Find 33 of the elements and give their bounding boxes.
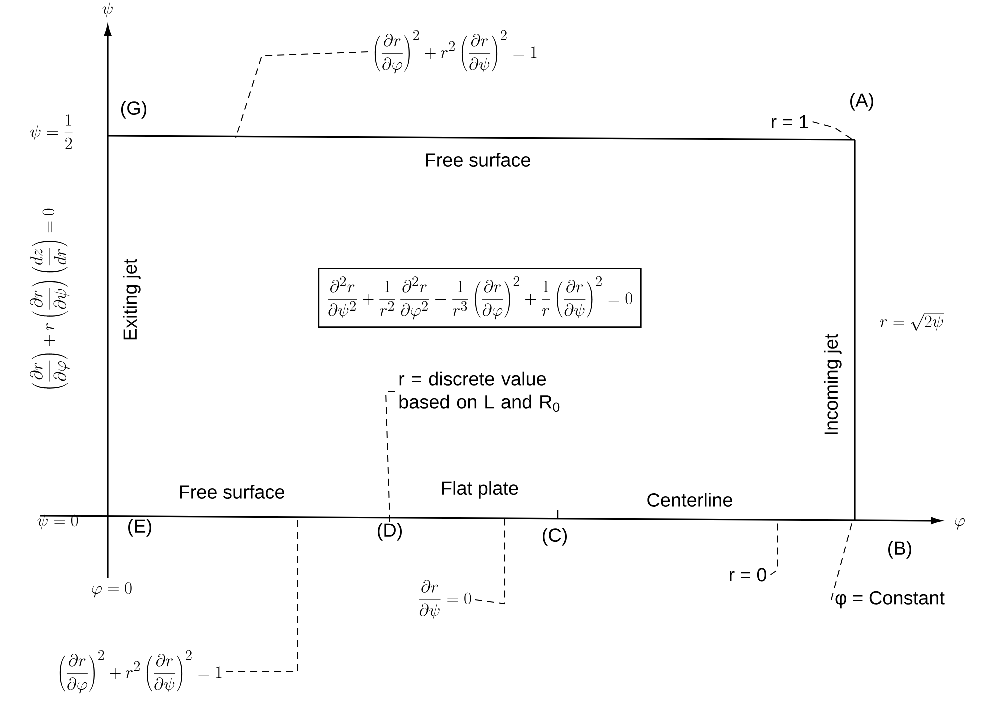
leader-line (236, 52, 369, 138)
leader-line (812, 122, 854, 140)
leader-line (770, 522, 778, 576)
boundary-label: Free surface (180, 485, 284, 499)
boundary-condition: r = 0 (730, 568, 767, 582)
leader-line (385, 392, 396, 522)
boundary-label: Incoming jet (824, 334, 842, 434)
boundary-label: Flat plate (442, 481, 518, 499)
point-label: (E) (128, 519, 152, 537)
point-label: (A) (850, 93, 874, 111)
boundary-value: $\varphi=0$ (92, 582, 132, 598)
boundary-value: $r=\sqrt{2\psi}$ (880, 314, 944, 331)
boundary-condition: $\frac{\partial r}{\partial\psi}=0$ (419, 580, 472, 620)
boundary-label: Centerline (648, 493, 732, 507)
leader-line (226, 518, 298, 672)
point-label: (C) (543, 528, 567, 546)
boundary-value: $\psi=\frac{1}{2}$ (30, 114, 73, 150)
boundary-value: $\psi=0$ (38, 514, 78, 530)
boundary-label: Free surface (426, 153, 530, 167)
axis-label: $\varphi$ (955, 518, 965, 530)
boundary-condition: $\left(\frac{\partial r}{\partial\varphi}\right)^2+r^2\left(\frac{\partial r}{\partial\psi}\right)^2=1$ (60, 650, 222, 694)
boundary-condition: $\left(\frac{\partial r}{\partial\varphi}\right)^2+r^2\left(\frac{\partial r}{\partial\psi}\right)^2=1$ (374, 30, 537, 74)
boundary-condition: $\left(\frac{\partial r}{\partial\varphi}\right)+r\left(\frac{\partial r}{\partial\psi}\right)\left(\frac{dz}{dr}\right)=0$ (30, 208, 70, 389)
point-label: (D) (378, 523, 402, 541)
leader-line (474, 518, 506, 605)
boundary-label: Exiting jet (123, 258, 141, 340)
equation-box: $\frac{\partial^2 r}{\partial\psi^2}+\frac{1}{r^2}\,\frac{\partial^2 r}{\partial\varphi^2}-\frac{1}{r^3}\left(\frac{\partial r}{\partial\varphi}\right)^2+\frac{1}{r}\left(\frac{\partial r}{\partial\psi}\right)^2=0$ (318, 268, 642, 328)
boundary-condition: r = 1 (772, 115, 808, 129)
point-label: (B) (888, 541, 912, 559)
axis-label: $\psi$ (102, 2, 113, 18)
boundary-condition: φ = Constant (836, 591, 945, 609)
annotation: r = discrete value based on L and R$_{0}$ (400, 372, 560, 412)
point-label: (G) (121, 101, 147, 119)
